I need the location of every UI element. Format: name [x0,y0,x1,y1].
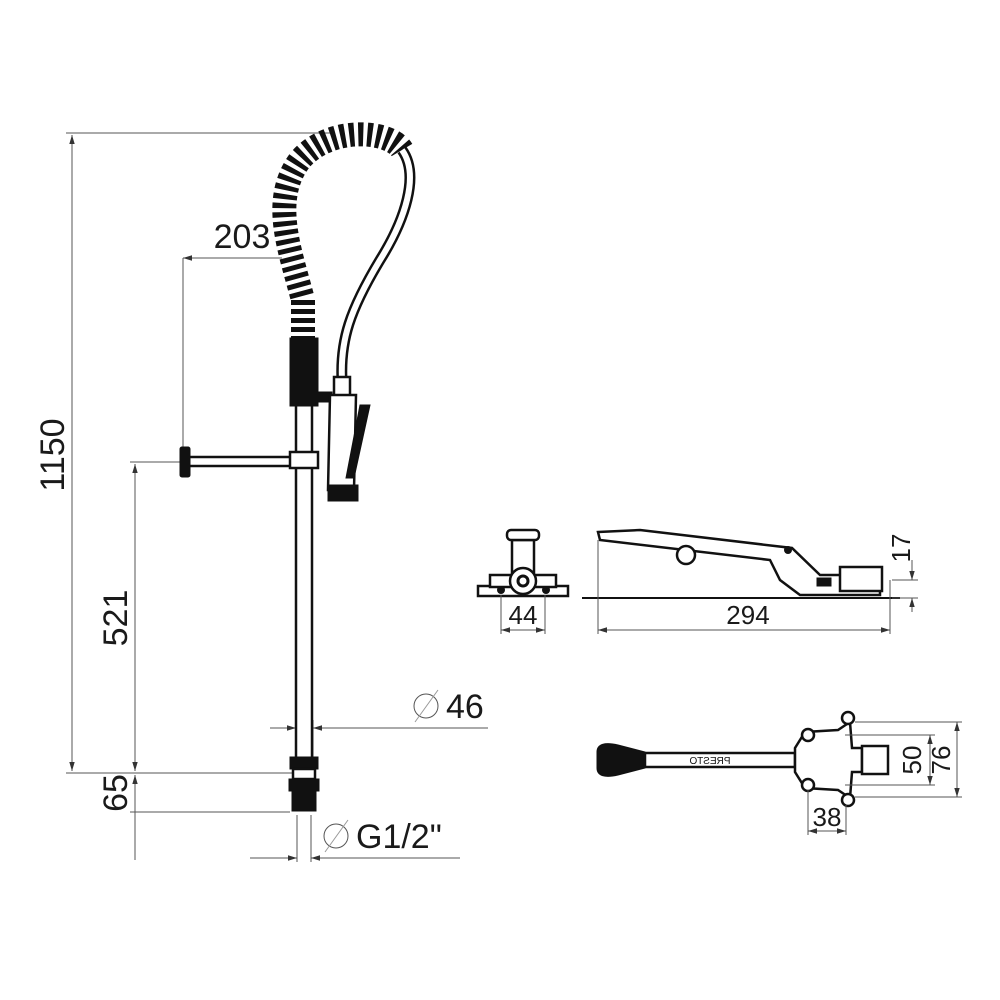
dim-label-17: 17 [886,534,916,563]
pedal-top-view: PRESTO 50 76 38 [596,710,962,835]
dimension-pole-diameter: 46 [270,688,488,760]
dim-label-38: 38 [813,802,842,832]
dimension-base-height: 65 [97,774,290,860]
dimension-reach: 203 [182,218,282,450]
dimension-connection: G1/2" [250,815,460,862]
pedal-front-view: 44 [476,528,570,634]
dimension-bar-height: 521 [97,461,182,771]
pedal-side-view: 294 17 [582,528,918,634]
dim-label-g12: G1/2" [356,818,442,856]
dim-label-521: 521 [97,590,135,647]
diameter-icon [323,819,349,853]
dimension-total-height: 1150 [34,132,330,774]
dim-label-294: 294 [726,600,769,630]
dim-label-46: 46 [446,688,484,726]
coil-spring [272,122,413,395]
dim-label-44: 44 [509,600,538,630]
faucet-illustration [179,122,416,812]
dim-label-203: 203 [214,218,271,256]
dim-label-1150: 1150 [34,418,72,491]
dim-label-50: 50 [897,746,927,775]
dim-label-65: 65 [97,774,135,812]
diameter-icon [413,689,439,723]
pedal-brand-label: PRESTO [689,756,730,767]
dim-label-76: 76 [926,746,956,775]
